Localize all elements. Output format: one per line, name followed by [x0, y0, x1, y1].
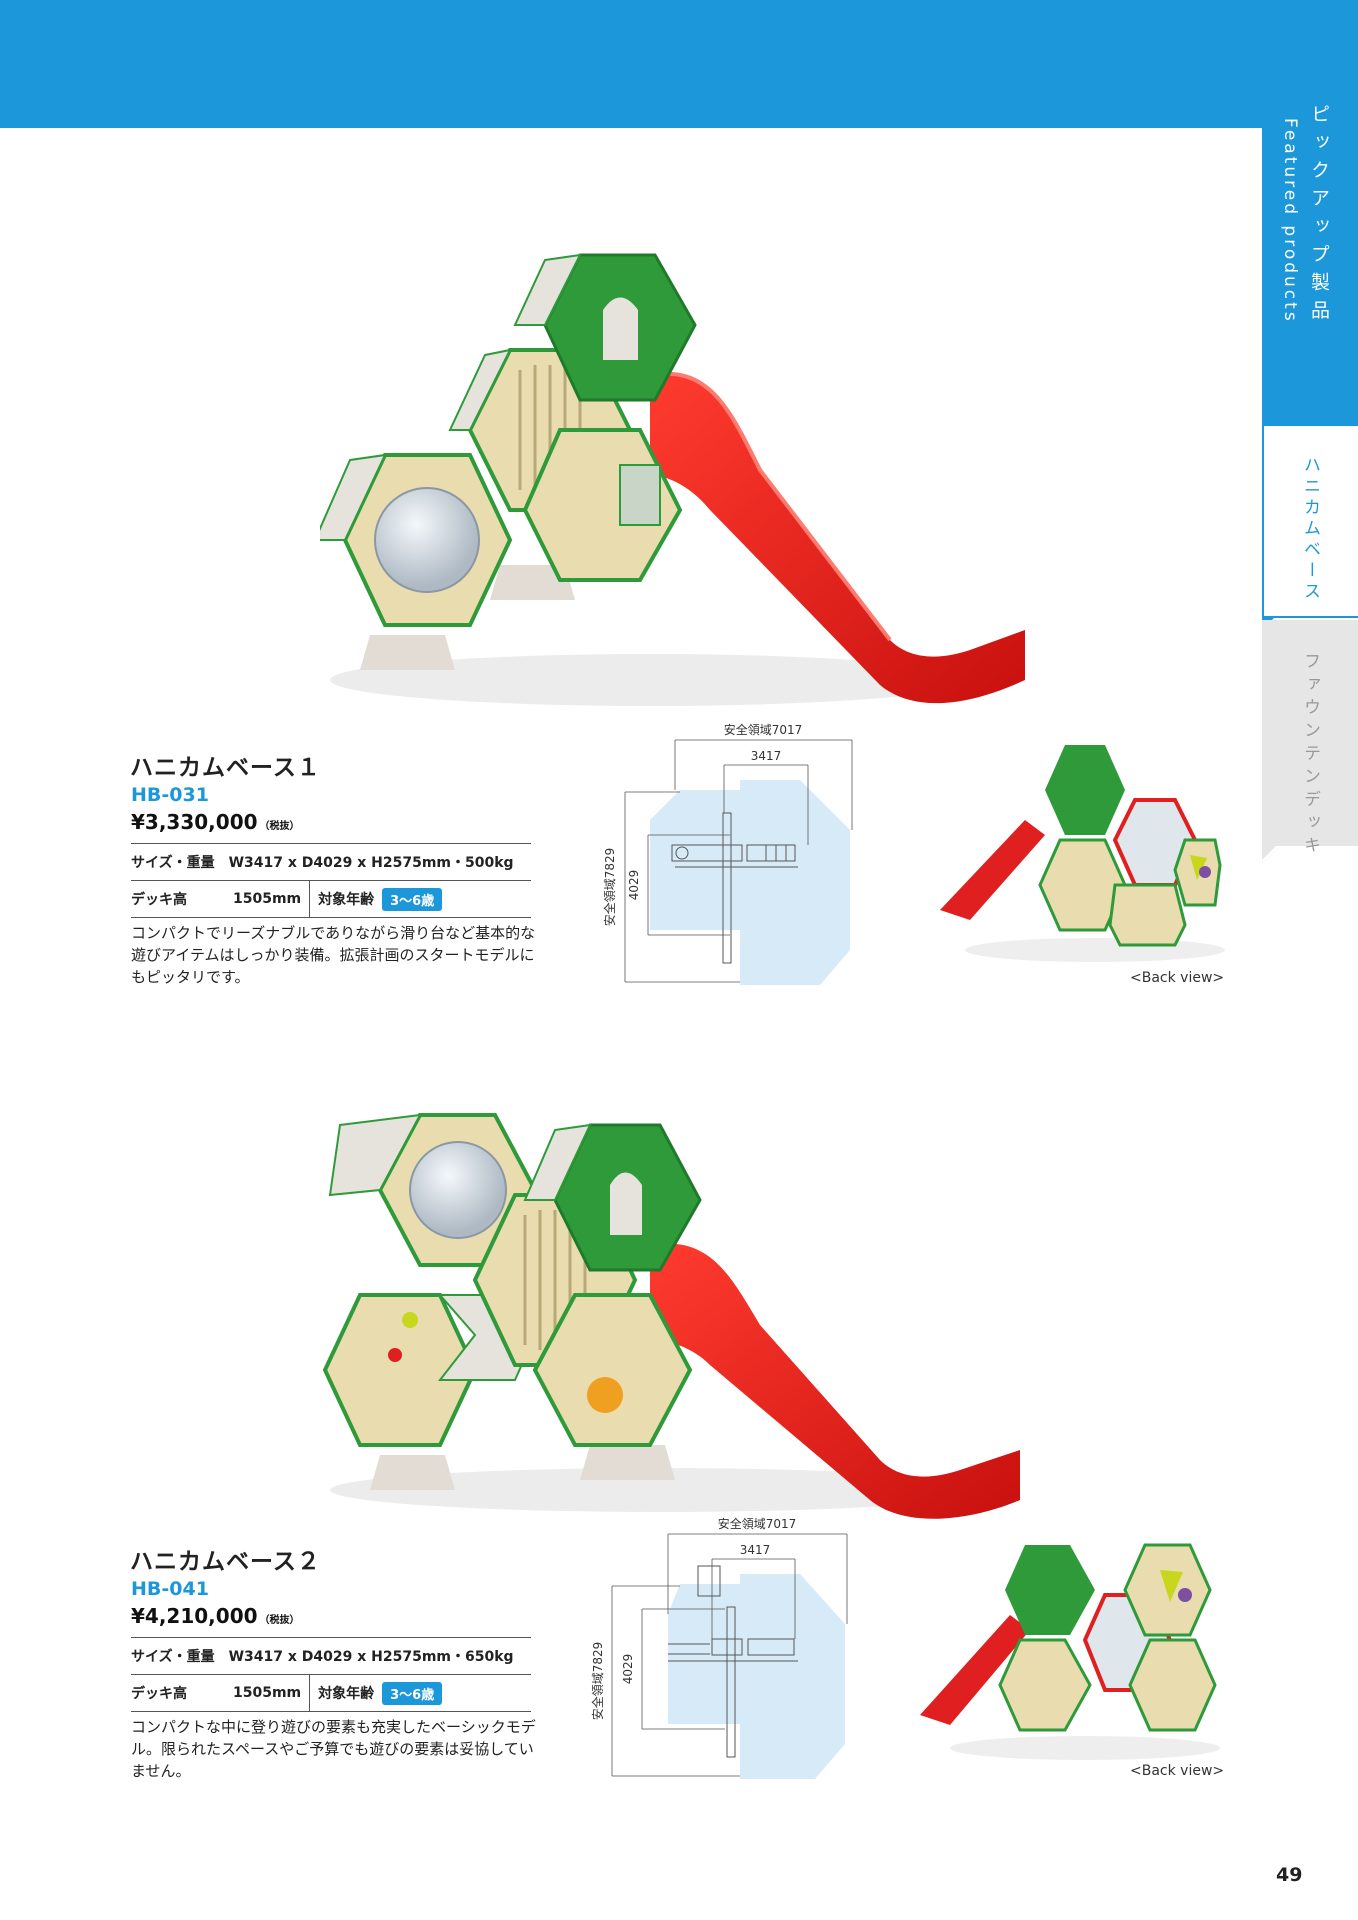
product-1-price-value: ¥3,330,000 [131, 810, 258, 834]
header-bar [0, 0, 1358, 128]
featured-en-label: Featured products [1280, 118, 1300, 324]
product-1-size-value: W3417 x D4029 x H2575mm・500kg [228, 855, 514, 871]
product-1-title: ハニカムベース１ [130, 755, 321, 781]
product-2-safety-width-label: 安全領域7017 [718, 1516, 797, 1531]
product-1-depth-label: 4029 [627, 870, 641, 901]
product-2-size-value: W3417 x D4029 x H2575mm・650kg [228, 1649, 514, 1665]
product-1-price: ¥3,330,000（税抜） [131, 810, 300, 834]
product-1-deck-value: 1505mm [233, 891, 302, 907]
product-1-deck-row: デッキ高 1505mm 対象年齢 3〜6歳 [131, 880, 531, 918]
product-1-main-image [320, 240, 1040, 730]
page-number: 49 [1276, 1864, 1303, 1886]
tab-honeycomb-label[interactable]: ハニカムベース [1300, 456, 1320, 603]
tab-honeycomb-base[interactable] [1262, 424, 1358, 630]
product-2-tax-note: （税抜） [259, 1615, 300, 1626]
product-2-code: HB-041 [131, 1578, 209, 1600]
product-2-size-label: サイズ・重量 [131, 1649, 215, 1665]
product-2-safety-depth-label: 安全領域7829 [590, 1642, 605, 1721]
product-2-spec-table: サイズ・重量 W3417 x D4029 x H2575mm・650kg デッキ… [131, 1637, 531, 1712]
product-1-safety-width-label: 安全領域7017 [724, 722, 803, 737]
product-2-plan-diagram: 安全領域7017 3417 安全領域7829 4029 [590, 1514, 860, 1784]
product-2-depth-label: 4029 [621, 1654, 635, 1685]
product-1-size-row: サイズ・重量 W3417 x D4029 x H2575mm・500kg [131, 843, 531, 880]
tab-fountain-label[interactable]: ファウンテンデッキ [1300, 652, 1320, 859]
tab-fountain-deck[interactable] [1262, 620, 1358, 860]
product-2-description: コンパクトな中に登り遊びの要素も充実したベーシックモデル。限られたスペースやご予… [131, 1718, 536, 1780]
product-1-spec-table: サイズ・重量 W3417 x D4029 x H2575mm・500kg デッキ… [131, 843, 531, 918]
product-1-back-view-image [935, 740, 1225, 970]
product-2-width-label: 3417 [740, 1543, 771, 1557]
tab-featured-products[interactable] [1262, 0, 1358, 424]
product-2-deck-row: デッキ高 1505mm 対象年齢 3〜6歳 [131, 1674, 531, 1712]
product-1-plan-diagram: 安全領域7017 3417 安全領域7829 4029 [590, 720, 860, 990]
product-1-description: コンパクトでリーズナブルでありながら滑り台など基本的な遊びアイテムはしっかり装備… [131, 924, 536, 986]
featured-jp-label: ピックアップ製品 [1308, 104, 1330, 328]
product-1-width-label: 3417 [751, 749, 782, 763]
product-2-age-label: 対象年齢 [318, 1686, 375, 1702]
product-1-size-label: サイズ・重量 [131, 855, 215, 871]
product-2-price: ¥4,210,000（税抜） [131, 1604, 300, 1628]
product-2-size-row: サイズ・重量 W3417 x D4029 x H2575mm・650kg [131, 1637, 531, 1674]
product-2-age-badge: 3〜6歳 [382, 1681, 443, 1705]
product-1-age-label: 対象年齢 [318, 892, 375, 908]
product-2-back-view-label: <Back view> [1130, 1763, 1225, 1779]
product-2-deck-value: 1505mm [233, 1685, 302, 1701]
product-1-age-badge: 3〜6歳 [382, 887, 443, 911]
product-1-safety-depth-label: 安全領域7829 [602, 848, 617, 927]
product-1-code: HB-031 [131, 784, 209, 806]
product-2-back-view-image [915, 1540, 1225, 1765]
product-2-title: ハニカムベース２ [130, 1549, 321, 1575]
product-1-tax-note: （税抜） [259, 821, 300, 832]
product-2-deck-label: デッキ高 [131, 1686, 187, 1702]
product-1-deck-label: デッキ高 [131, 892, 187, 908]
product-2-main-image [320, 1105, 1040, 1525]
product-2-price-value: ¥4,210,000 [131, 1604, 258, 1628]
product-1-back-view-label: <Back view> [1130, 970, 1225, 986]
